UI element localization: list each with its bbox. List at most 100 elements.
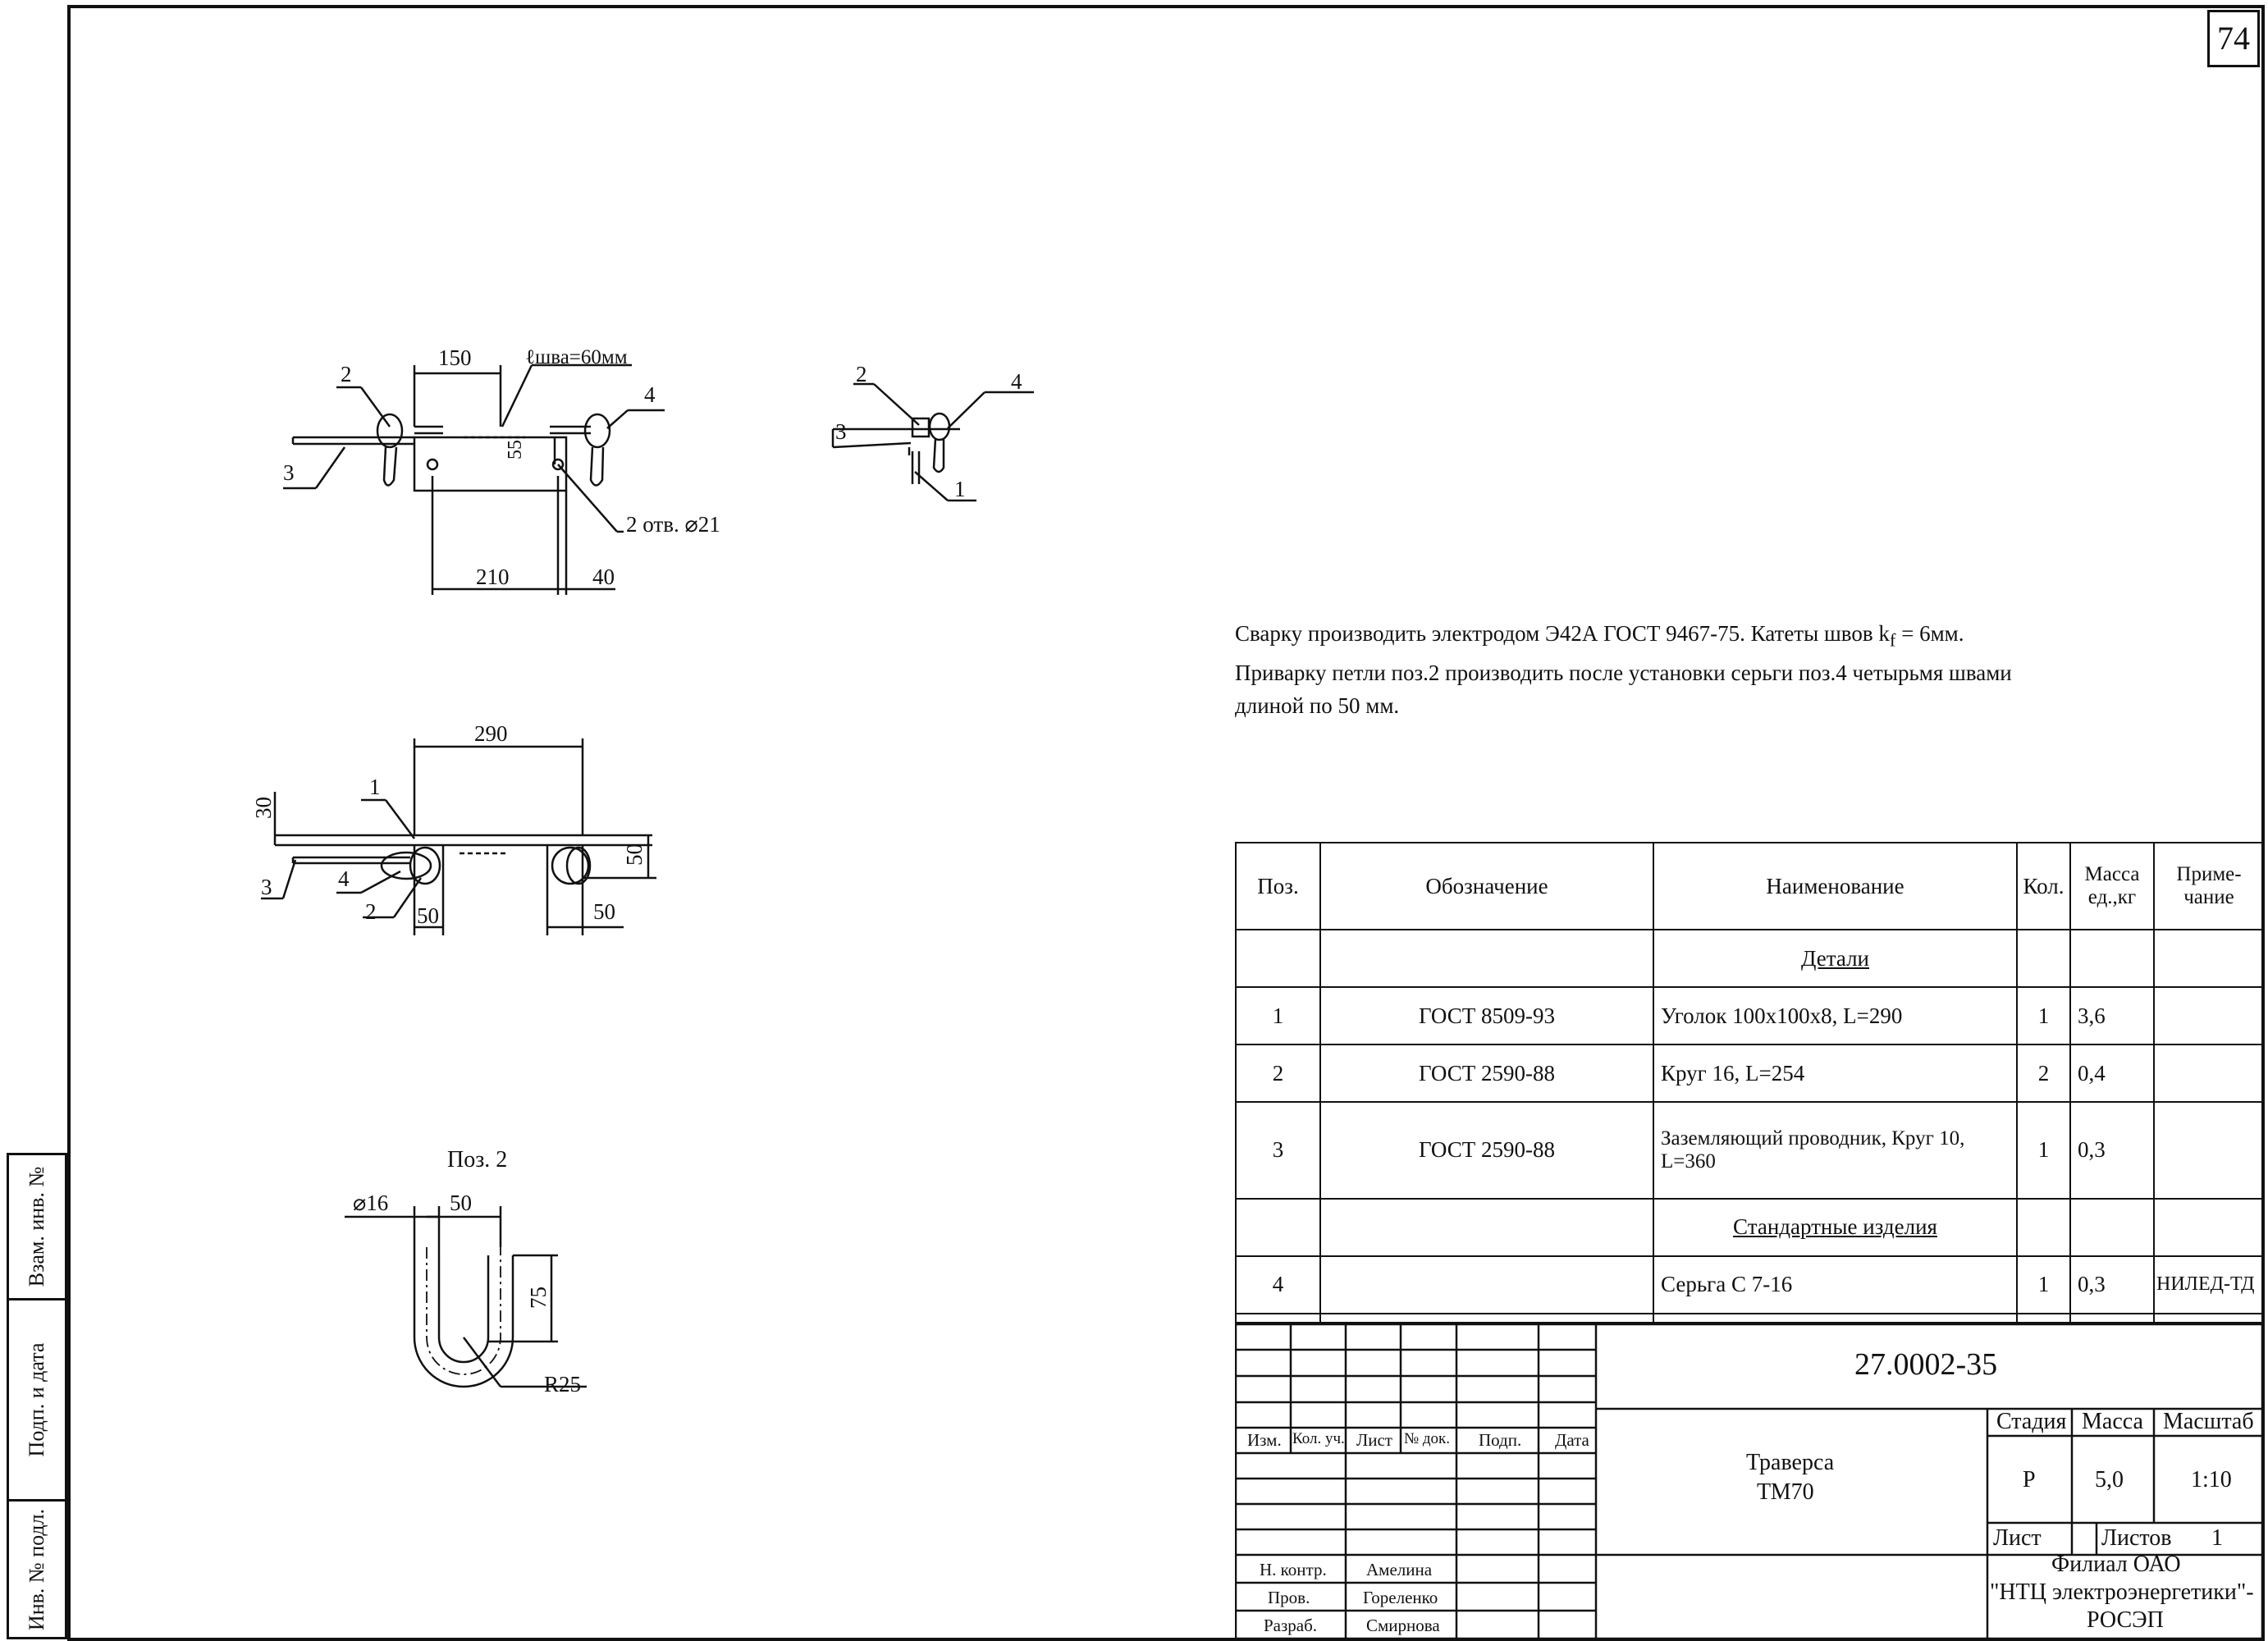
title-line-1: Траверса: [1746, 1450, 1835, 1475]
row-name: Заземляющий проводник, Круг 10, L=360: [1653, 1101, 2018, 1200]
role-prov: Пров.: [1268, 1588, 1310, 1607]
row-name: Уголок 100х100х8, L=290: [1653, 986, 2018, 1046]
col-header-kol: Кол. уч.: [1292, 1430, 1345, 1447]
org-line-1: Филиал ОАО: [2051, 1552, 2181, 1577]
front-dim-50-bottom-right: 50: [593, 899, 615, 924]
section-parts: Детали: [1653, 928, 2018, 989]
name-n-kontr: Амелина: [1366, 1560, 1433, 1579]
col-header-podp: Подп.: [1479, 1430, 1522, 1450]
front-label-1: 1: [369, 775, 381, 799]
sheets-label: Листов: [2101, 1525, 2172, 1551]
front-label-2: 2: [365, 899, 377, 924]
table-row: 1 ГОСТ 8509-93 Уголок 100х100х8, L=290 1…: [1235, 986, 2265, 1046]
row-mass: 0,4: [2069, 1044, 2155, 1104]
row-note: [2153, 1044, 2265, 1104]
row-qty: 1: [2016, 1255, 2071, 1314]
row-designation: ГОСТ 2590-88: [1319, 1101, 1654, 1200]
row-note: НИЛЕД-ТД: [2153, 1255, 2265, 1314]
side-label-2: 2: [856, 362, 867, 386]
sidebar-stamp-original-inv: Инв. № подл.: [7, 1499, 67, 1639]
sidebar-label-original-inv: Инв. № подл.: [25, 1508, 48, 1630]
org-line-2: "НТЦ электроэнергетики"-: [1990, 1579, 2254, 1605]
mass-label: Масса: [2082, 1409, 2143, 1434]
role-razrab: Разраб.: [1264, 1616, 1318, 1635]
poz2-dim-diameter: ⌀16: [353, 1191, 388, 1215]
sidebar-label-signature-date: Подп. и дата: [25, 1342, 48, 1457]
row-name: Серьга С 7-16: [1653, 1255, 2018, 1314]
poz2-dim-75: 75: [526, 1287, 551, 1309]
name-razrab: Смирнова: [1366, 1616, 1440, 1635]
row-mass: 0,3: [2069, 1101, 2155, 1200]
top-dim-40: 40: [592, 565, 615, 589]
section-standard: Стандартные изделия: [1653, 1197, 2018, 1257]
front-dim-30: 30: [251, 797, 276, 819]
header-pos: Поз.: [1235, 842, 1321, 930]
row-designation: [1319, 1255, 1654, 1314]
notes-line-2: Приварку петли поз.2 производить после у…: [1235, 661, 2012, 686]
section-row-standard: Стандартные изделия: [1235, 1197, 2265, 1257]
row-mass: 3,6: [2069, 986, 2155, 1046]
title-line-2: ТМ70: [1757, 1479, 1814, 1505]
top-label-2: 2: [341, 362, 352, 386]
poz2-title: Поз. 2: [447, 1147, 507, 1172]
row-qty: 1: [2016, 986, 2071, 1046]
row-mass: 0,3: [2069, 1255, 2155, 1314]
scale-value: 1:10: [2191, 1467, 2232, 1492]
title-block: Изм. Кол. уч. Лист № док. Подп. Дата Н. …: [1235, 1323, 2263, 1639]
row-designation: ГОСТ 8509-93: [1319, 986, 1654, 1046]
table-row: 3 ГОСТ 2590-88 Заземляющий проводник, Кр…: [1235, 1101, 2265, 1200]
col-header-data: Дата: [1555, 1430, 1589, 1450]
sidebar-stamp-replaced-inv: Взам. инв. №: [7, 1153, 67, 1300]
row-note: [2153, 1101, 2265, 1200]
scale-label: Масштаб: [2163, 1409, 2254, 1434]
col-header-ndok: № док.: [1404, 1430, 1451, 1447]
poz2-view: [345, 1206, 587, 1388]
header-designation: Обозначение: [1319, 842, 1654, 930]
row-pos: 3: [1235, 1101, 1321, 1200]
front-label-4: 4: [338, 866, 350, 891]
specification-table: Поз. Обозначение Наименование Кол. Масса…: [1235, 842, 2265, 1324]
poz2-dim-r25: R25: [544, 1372, 581, 1396]
role-n-kontr: Н. контр.: [1260, 1560, 1327, 1579]
top-view: [283, 363, 665, 595]
spec-header-row: Поз. Обозначение Наименование Кол. Масса…: [1235, 842, 2265, 930]
section-row-parts: Детали: [1235, 928, 2265, 989]
row-note: [2153, 986, 2265, 1046]
front-label-3: 3: [261, 875, 272, 899]
sidebar-stamp-signature-date: Подп. и дата: [7, 1298, 67, 1502]
side-label-4: 4: [1011, 369, 1022, 394]
side-label-3: 3: [835, 419, 847, 444]
header-note: Приме- чание: [2153, 842, 2265, 930]
front-view: [261, 738, 656, 935]
org-line-3: РОСЭП: [2087, 1607, 2164, 1633]
row-designation: ГОСТ 2590-88: [1319, 1044, 1654, 1104]
table-row-empty: [1235, 1312, 2265, 1324]
top-label-3: 3: [283, 460, 295, 485]
front-dim-290: 290: [474, 721, 508, 746]
sheet-number: 74: [2207, 10, 2260, 67]
title-block-grid: [1235, 1323, 2263, 1639]
notes-line-3: длиной по 50 мм.: [1235, 693, 1400, 719]
front-dim-50-right: 50: [622, 843, 647, 866]
front-dim-50-bottom-left: 50: [417, 903, 439, 928]
col-header-izm: Изм.: [1247, 1430, 1282, 1450]
col-header-list: Лист: [1356, 1430, 1392, 1450]
header-name: Наименование: [1653, 842, 2018, 930]
header-qty: Кол.: [2016, 842, 2071, 930]
top-holes-note: 2 отв. ⌀21: [626, 512, 720, 537]
row-qty: 1: [2016, 1101, 2071, 1200]
name-prov: Гореленко: [1363, 1588, 1438, 1607]
inner-frame: [67, 5, 2265, 1641]
row-pos: 1: [1235, 986, 1321, 1046]
table-row: 2 ГОСТ 2590-88 Круг 16, L=254 2 0,4: [1235, 1044, 2265, 1104]
doc-number: 27.0002-35: [1854, 1347, 1998, 1382]
row-pos: 4: [1235, 1255, 1321, 1314]
top-dim-210: 210: [476, 565, 510, 589]
stage-label: Стадия: [1996, 1409, 2067, 1434]
technical-notes: Сварку производить электродом Э42А ГОСТ …: [1235, 617, 2203, 722]
top-dim-55: 55: [505, 440, 526, 459]
top-dim-weld-length: ℓшва=60мм: [525, 346, 628, 368]
stage-value: Р: [2023, 1467, 2036, 1492]
sheet-label: Лист: [1993, 1525, 2042, 1551]
